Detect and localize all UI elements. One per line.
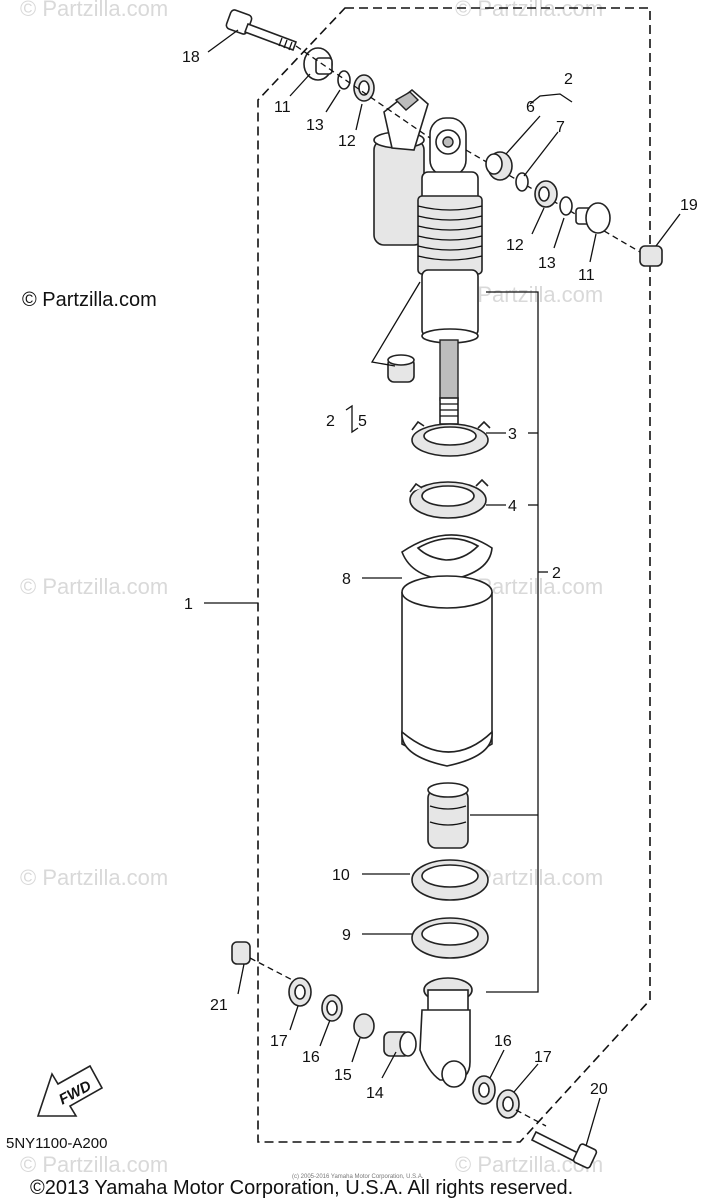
callout-1: 1 (184, 596, 193, 613)
part-10-spring-seat (411, 859, 489, 901)
callout-14: 14 (366, 1085, 384, 1102)
leader-lines (204, 29, 681, 1147)
part-17-right-collar (496, 1089, 520, 1119)
callout-8: 8 (342, 571, 351, 588)
watermark: © Partzilla.com (455, 0, 603, 21)
callout-11: 11 (274, 99, 291, 116)
part-5-nut (387, 354, 415, 383)
part-13-right-oring (559, 196, 573, 216)
part-14-bearing (383, 1031, 417, 1057)
callout-2: 2 (552, 565, 561, 582)
watermark: © Partzilla.com (20, 574, 168, 599)
bump-stop (427, 782, 469, 849)
callout-5: 5 (358, 413, 367, 430)
small-print: (c) 2005-2016 Yamaha Motor Corporation, … (292, 1174, 424, 1180)
part-9-spring-seat (411, 917, 489, 959)
callout-11: 11 (578, 267, 595, 284)
part-17-left-collar (288, 977, 312, 1007)
part-12-right-seal (534, 180, 558, 208)
fwd-arrow-icon: FWD (36, 1064, 104, 1117)
callout-16: 16 (302, 1049, 320, 1066)
part-6-bushing (485, 151, 513, 181)
part-18-bolt (225, 9, 298, 52)
callout-20: 20 (590, 1081, 608, 1098)
callout-2: 2 (564, 71, 573, 88)
part-8-spring (401, 534, 493, 767)
partzilla-note: © Partzilla.com (22, 289, 157, 311)
callout-13: 13 (306, 117, 324, 134)
callout-10: 10 (332, 867, 350, 884)
lower-clevis (419, 977, 473, 1088)
callout-21: 21 (210, 997, 228, 1014)
callout-2: 2 (326, 413, 335, 430)
part-21-nut (231, 941, 251, 965)
callout-3: 3 (508, 426, 517, 443)
watermark: © Partzilla.com (455, 282, 603, 307)
watermark: © Partzilla.com (20, 865, 168, 890)
callout-19: 19 (680, 197, 698, 214)
part-11-right-collar (575, 202, 611, 234)
watermark: © Partzilla.com (20, 1152, 168, 1177)
watermarks: © Partzilla.com © Partzilla.com © Partzi… (20, 0, 603, 1177)
copyright-line: ©2013 Yamaha Motor Corporation, U.S.A. A… (30, 1177, 573, 1199)
callout-17: 17 (270, 1033, 288, 1050)
part-15-bushing (353, 1013, 375, 1039)
part-13-left-oring (337, 70, 351, 90)
callout-13: 13 (538, 255, 556, 272)
callout-15: 15 (334, 1067, 352, 1084)
callout-7: 7 (556, 119, 565, 136)
part-20-bolt (530, 1130, 598, 1169)
diagram-code: 5NY1100-A200 (6, 1135, 107, 1152)
part-12-left-seal (353, 74, 375, 102)
callout-6: 6 (526, 99, 535, 116)
part-19-nut (639, 245, 663, 267)
callout-18: 18 (182, 49, 200, 66)
axis-top-left (295, 45, 431, 139)
callout-9: 9 (342, 927, 351, 944)
part-16-right-seal (472, 1075, 496, 1105)
part-16-left-seal (321, 994, 343, 1022)
callout-12: 12 (338, 133, 356, 150)
watermark: © Partzilla.com (20, 0, 168, 21)
part-7-ring (515, 172, 529, 192)
leader-5 (370, 281, 421, 367)
part-4-locknut (409, 478, 489, 519)
axis-bottom-right (515, 1109, 547, 1127)
assembly-boundary (257, 7, 651, 1143)
shock-reservoir (373, 88, 429, 246)
callout-16: 16 (494, 1033, 512, 1050)
part-3-locknut (411, 420, 491, 457)
callout-4: 4 (508, 498, 517, 515)
callout-12: 12 (506, 237, 524, 254)
shock-absorber-body (417, 117, 483, 425)
callouts: 18 11 13 12 2 6 7 12 13 11 19 2 5 3 4 2 … (182, 49, 698, 1102)
callout-17: 17 (534, 1049, 552, 1066)
